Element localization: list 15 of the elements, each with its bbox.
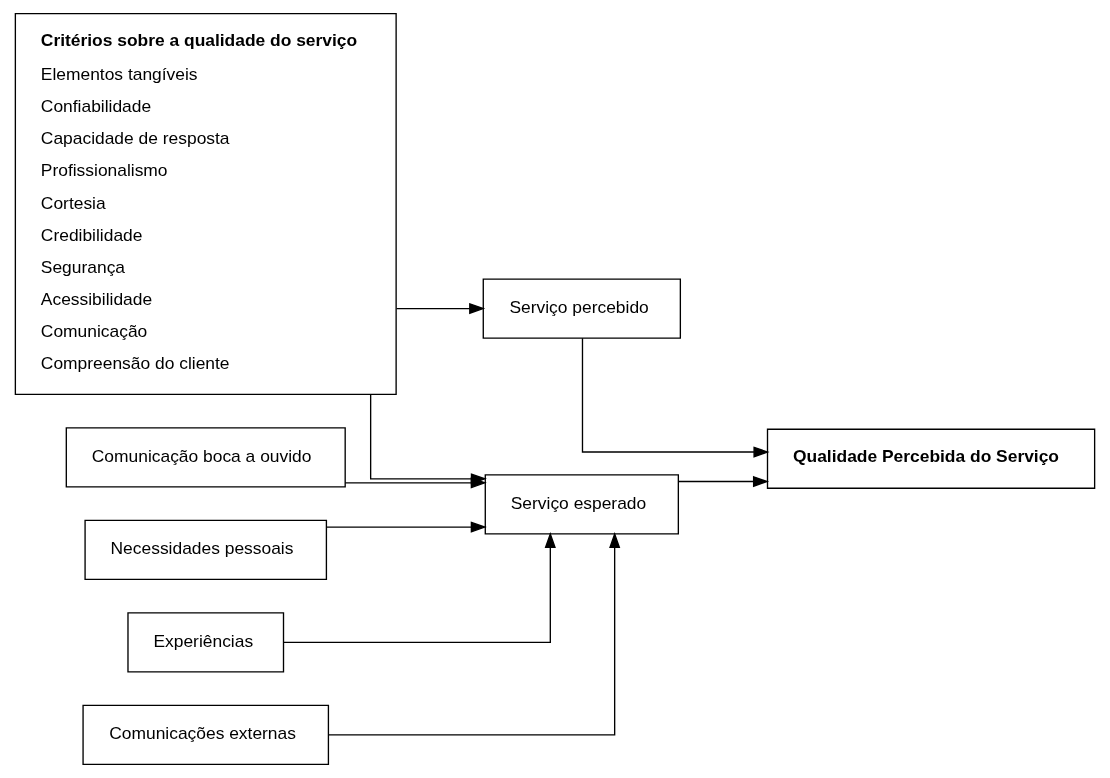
node-box: Comunicações externas (82, 704, 330, 766)
node-box: Serviço percebido (482, 278, 682, 339)
node-box: Serviço esperado (484, 474, 679, 535)
node-box: Qualidade Percebida do Serviço (766, 428, 1096, 489)
node-box: Critérios sobre a qualidade do serviço Elementos tangíveis Confiabilidade Capacidade de resposta Profissionalismo Cortesia Credibilidade Segurança Acessibilidade Comunicação Compreensão do cliente (14, 12, 397, 396)
arrow (326, 521, 487, 533)
arrow (581, 337, 770, 458)
node-box: Comunicação boca a ouvido (65, 427, 346, 488)
arrow (283, 531, 556, 644)
arrow (344, 477, 487, 489)
arrow (327, 531, 621, 736)
arrow (395, 302, 486, 315)
arrow (677, 475, 770, 488)
node-box: Experiências (127, 612, 285, 673)
node-box: Necessidades pessoais (84, 519, 328, 581)
